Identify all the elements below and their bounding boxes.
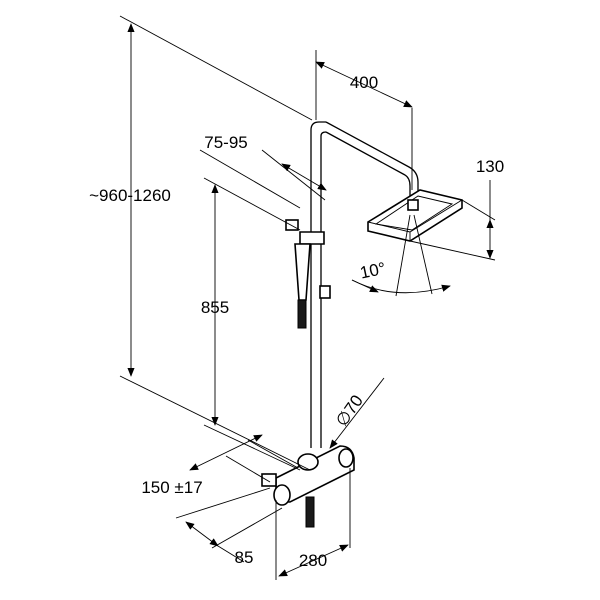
- dimension-centre-distance: [189, 434, 299, 483]
- wall-offset-label: 85: [235, 548, 254, 567]
- rail-slider: [319, 285, 331, 299]
- dimension-head-height: [409, 180, 496, 261]
- rail-height-label: 855: [201, 298, 229, 317]
- hand-shower-holder-label: 75-95: [204, 133, 247, 152]
- dimension-mixer-width: [275, 468, 351, 580]
- dimension-tilt-angle: [351, 214, 451, 297]
- dimension-pipe-diameter: [329, 377, 385, 449]
- hand-shower: [294, 243, 311, 329]
- overhead-arm: [325, 121, 419, 199]
- dimension-head-projection: [315, 50, 413, 190]
- overall-height-label: ~960-1260: [89, 186, 171, 205]
- shower-riser-pipe: [310, 121, 327, 448]
- tilt-angle-label: 10°: [358, 259, 387, 283]
- mixer-width-label: 280: [299, 551, 327, 570]
- dimension-rail-height: [203, 177, 301, 471]
- dimension-hand-shower-holder: [199, 149, 327, 209]
- dimension-overall-height: [119, 15, 313, 471]
- thermostatic-mixer: [261, 445, 355, 528]
- centre-distance-label: 150 ±17: [141, 478, 202, 497]
- hand-shower-holder: [285, 219, 325, 245]
- pipe-diameter-label: ∅70: [332, 392, 367, 431]
- head-projection-label: 400: [350, 73, 378, 92]
- overhead-shower-head: [367, 189, 463, 242]
- head-height-label: 130: [476, 157, 504, 176]
- dimension-wall-offset: [175, 487, 283, 563]
